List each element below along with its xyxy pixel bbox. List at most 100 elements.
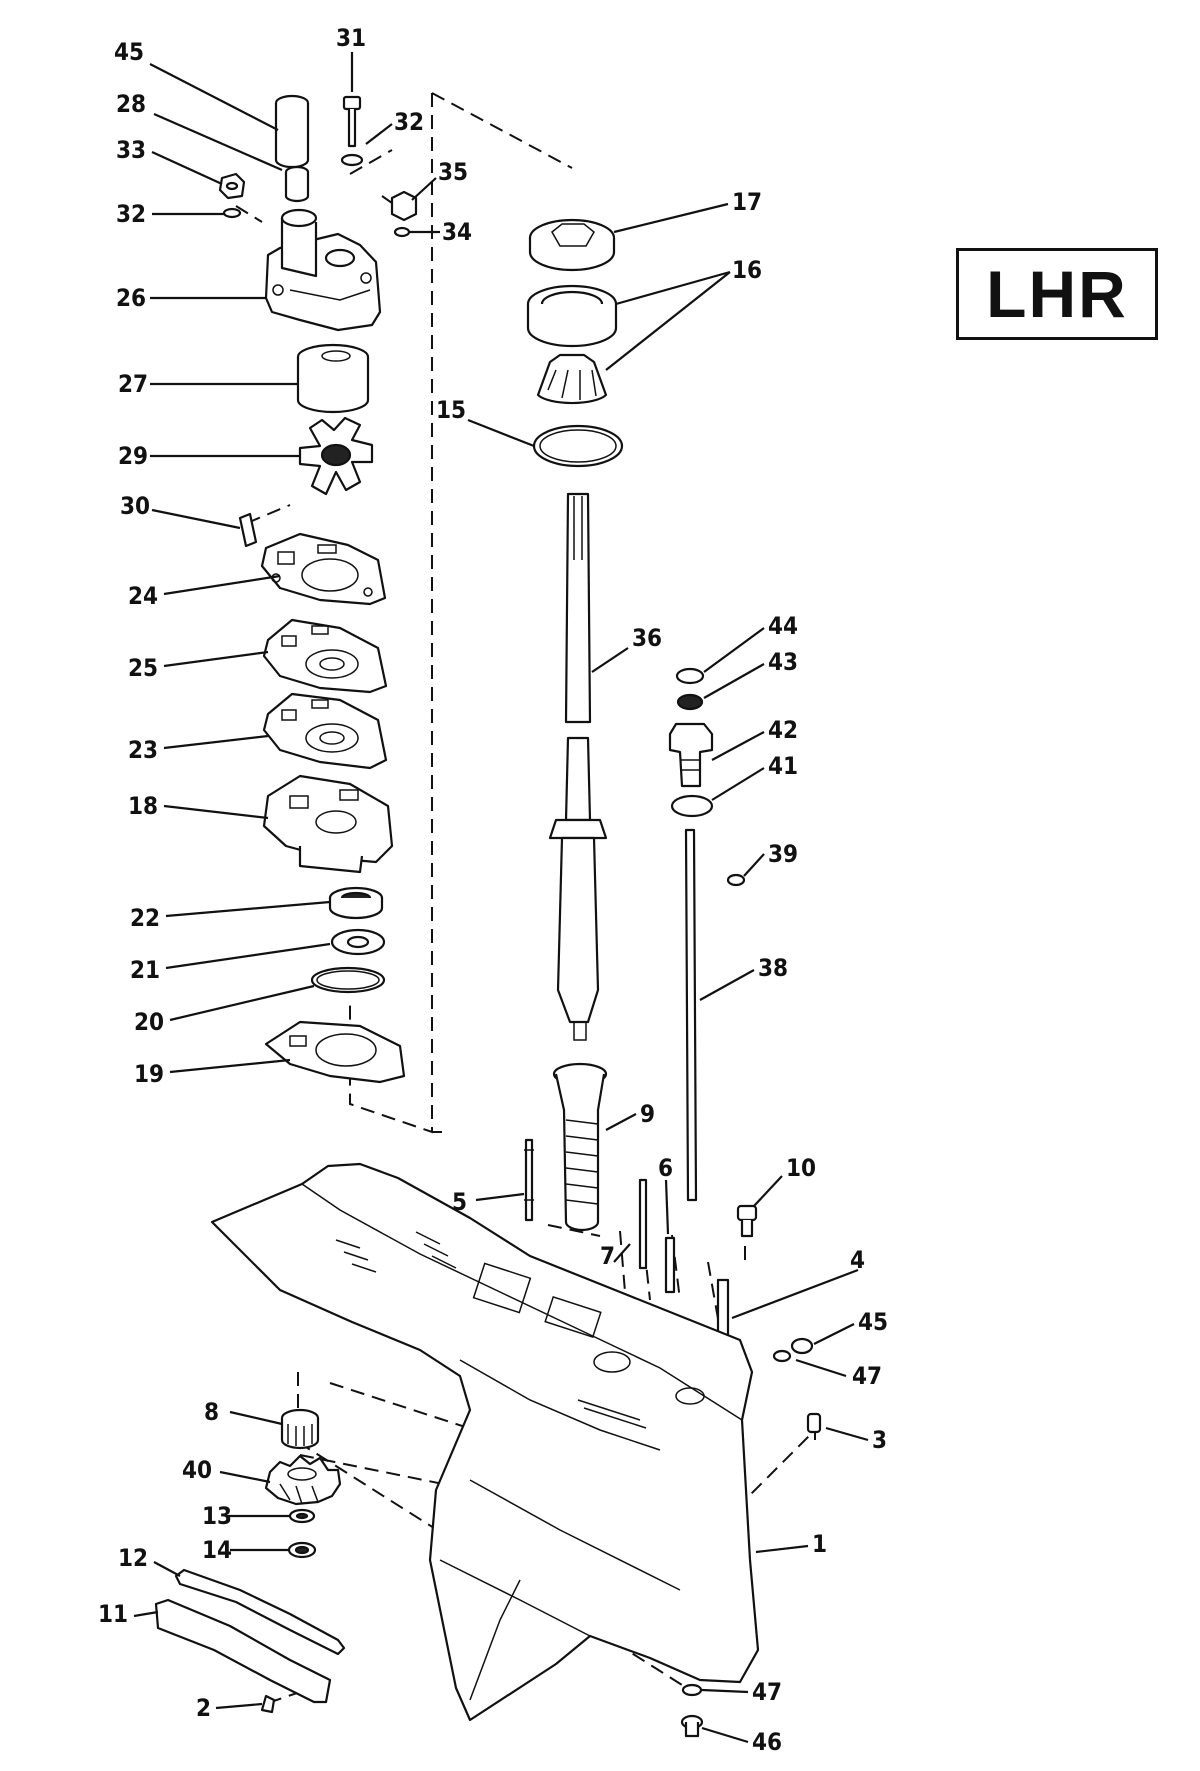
callout-41: 41 <box>768 752 798 780</box>
callout-45: 45 <box>858 1308 888 1336</box>
callout-2: 2 <box>196 1694 211 1722</box>
part-5-stud <box>524 1138 534 1222</box>
part-23-gasket <box>262 692 388 770</box>
callout-7: 7 <box>600 1242 615 1270</box>
part-40-pinion-gear <box>264 1454 342 1506</box>
lhr-badge: LHR <box>956 248 1158 340</box>
part-45-plug <box>790 1337 814 1355</box>
callout-23: 23 <box>128 736 158 764</box>
part-17-bearing-retainer <box>528 218 616 272</box>
callout-11: 11 <box>98 1600 128 1628</box>
callout-42: 42 <box>768 716 798 744</box>
part-36-drive-shaft <box>548 492 608 1041</box>
callout-5: 5 <box>452 1188 467 1216</box>
callout-34: 34 <box>442 218 472 246</box>
callout-31: 31 <box>336 24 366 52</box>
part-24-gasket <box>260 532 387 606</box>
part-16-tapered-bearing <box>526 284 618 405</box>
callout-13: 13 <box>202 1502 232 1530</box>
part-9-water-tube-guide <box>552 1062 608 1232</box>
callout-25: 25 <box>128 654 158 682</box>
callout-10: 10 <box>786 1154 816 1182</box>
part-46-plug <box>680 1714 704 1738</box>
part-21-washer <box>330 928 386 956</box>
callout-29: 29 <box>118 442 148 470</box>
callout-36: 36 <box>632 624 662 652</box>
part-27-impeller-insert <box>296 343 370 414</box>
part-38-shift-shaft <box>684 828 698 1202</box>
callout-28: 28 <box>116 90 146 118</box>
callout-47-lower: 47 <box>752 1678 782 1706</box>
callout-20: 20 <box>134 1008 164 1036</box>
callout-12: 12 <box>118 1544 148 1572</box>
part-15-o-ring <box>532 424 624 468</box>
part-47-washer-lower <box>681 1683 703 1697</box>
part-31-screw <box>340 95 364 167</box>
part-22-oil-seal <box>328 886 384 920</box>
part-29-impeller <box>298 416 374 496</box>
part-10-screw <box>736 1204 758 1238</box>
callout-4: 4 <box>850 1246 865 1274</box>
callout-6: 6 <box>658 1154 673 1182</box>
callout-39: 39 <box>768 840 798 868</box>
part-13-washer <box>288 1508 316 1524</box>
part-2-screw <box>260 1694 276 1714</box>
part-43-seal <box>676 693 704 711</box>
callout-22: 22 <box>130 904 160 932</box>
callout-18: 18 <box>128 792 158 820</box>
part-8-needle-bearing <box>280 1408 320 1450</box>
part-19-gasket <box>264 1020 406 1084</box>
part-26-water-pump-housing <box>264 208 382 332</box>
callout-8: 8 <box>204 1398 219 1426</box>
part-7-stud <box>638 1178 648 1270</box>
callout-40: 40 <box>182 1456 212 1484</box>
part-3-dowel <box>806 1412 822 1434</box>
part-6-stud <box>664 1236 676 1294</box>
callout-3: 3 <box>872 1426 887 1454</box>
part-34-washer <box>393 226 411 238</box>
callout-16: 16 <box>732 256 762 284</box>
callout-44: 44 <box>768 612 798 640</box>
callout-46: 46 <box>752 1728 782 1756</box>
callout-15: 15 <box>436 396 466 424</box>
part-39-clip <box>726 873 746 887</box>
callout-38: 38 <box>758 954 788 982</box>
callout-33: 33 <box>116 136 146 164</box>
callout-21: 21 <box>130 956 160 984</box>
callout-numbers: 45 28 33 32 31 32 35 34 26 27 29 30 24 2… <box>98 24 888 1756</box>
callout-24: 24 <box>128 582 158 610</box>
part-14-nut <box>287 1541 317 1559</box>
part-12-seal <box>174 1568 346 1656</box>
callout-26: 26 <box>116 284 146 312</box>
part-18-water-pump-base <box>262 774 394 874</box>
callout-37: 45 <box>114 38 144 66</box>
part-32-washer <box>222 207 242 219</box>
callout-43: 43 <box>768 648 798 676</box>
part-28-bushing <box>284 165 310 203</box>
callout-47-upper: 47 <box>852 1362 882 1390</box>
callout-17: 17 <box>732 188 762 216</box>
part-33-nut <box>218 172 246 200</box>
part-47-washer-upper <box>772 1349 792 1363</box>
leader-lines <box>133 52 869 1744</box>
part-35-nut <box>390 190 418 222</box>
part-11-plate <box>154 1598 332 1704</box>
part-30-key <box>238 512 258 548</box>
part-37-sleeve <box>274 94 310 169</box>
callout-27: 27 <box>118 370 148 398</box>
callout-32-lower: 32 <box>116 200 146 228</box>
part-41-o-ring <box>670 794 714 818</box>
callout-32-upper: 32 <box>394 108 424 136</box>
part-20-o-ring <box>310 966 386 994</box>
callout-30: 30 <box>120 492 150 520</box>
part-1-gear-housing <box>210 1162 760 1722</box>
callout-1: 1 <box>812 1530 827 1558</box>
callout-19: 19 <box>134 1060 164 1088</box>
callout-9: 9 <box>640 1100 655 1128</box>
callout-35: 35 <box>438 158 468 186</box>
part-42-bushing <box>668 722 714 788</box>
callout-14: 14 <box>202 1536 232 1564</box>
part-44-washer <box>675 667 705 685</box>
